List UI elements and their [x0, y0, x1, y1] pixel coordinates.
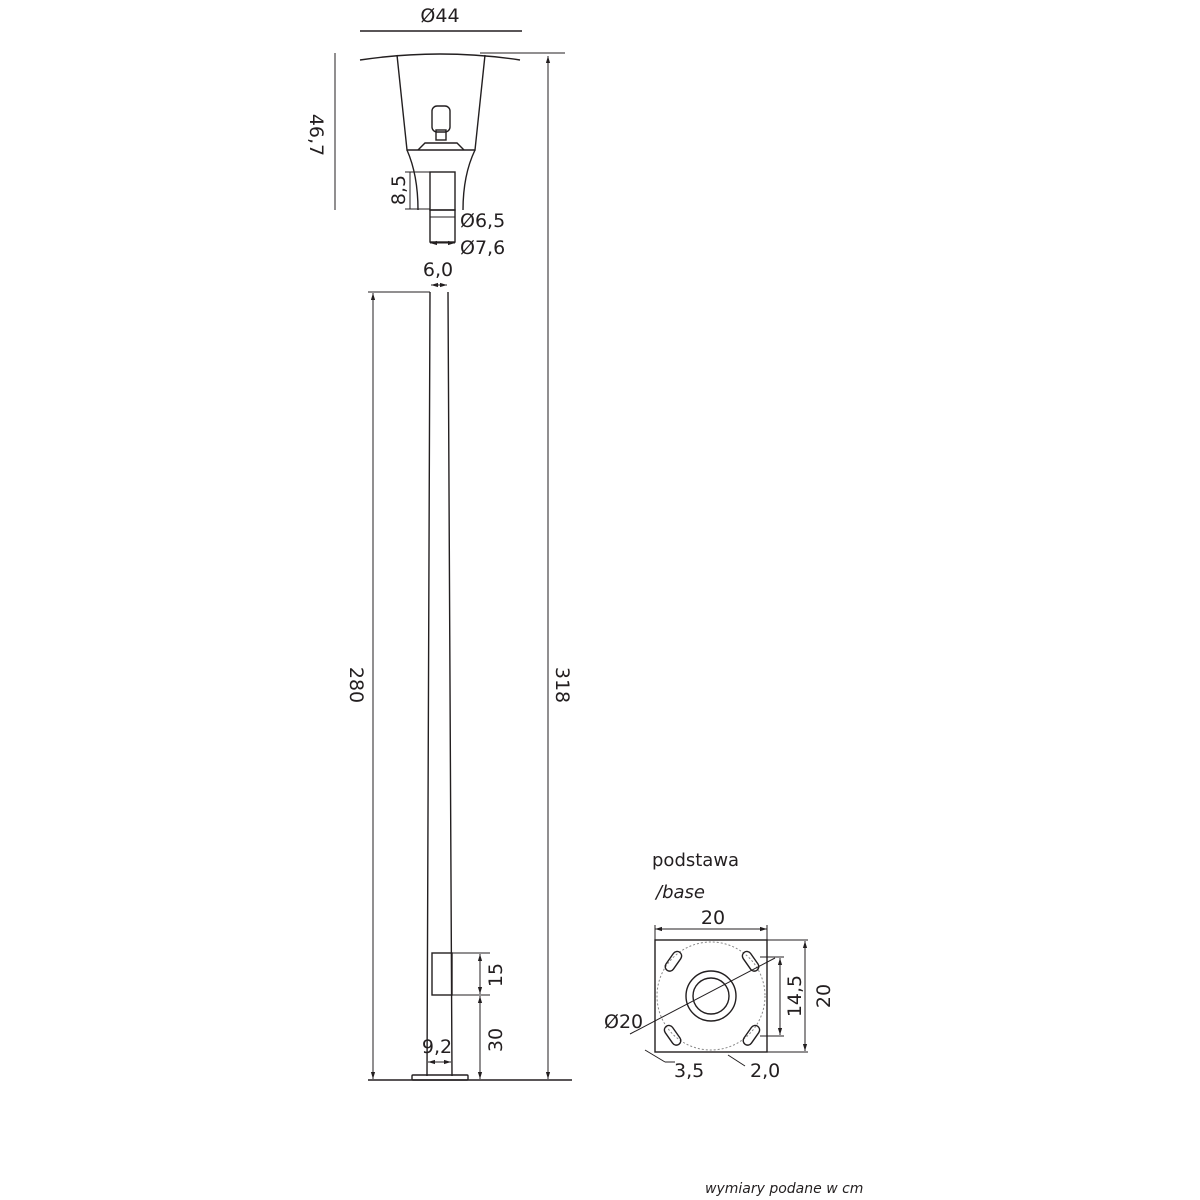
door-height-label: 15	[485, 963, 507, 987]
bolt-circle	[656, 941, 766, 1051]
base-subtitle: /base	[654, 882, 705, 903]
service-door	[431, 952, 453, 996]
base-depth-label: 20	[813, 984, 835, 1008]
hole-spacing-label: 14,5	[784, 975, 806, 1017]
slot-width-label: 2,0	[750, 1060, 780, 1082]
base-width-label: 20	[701, 907, 725, 929]
socket-depth-label: 8,5	[388, 175, 410, 205]
head-diameter-label: Ø44	[420, 5, 459, 27]
lamp-shade	[359, 53, 521, 61]
pole: 280 318 15 30 9,2	[345, 56, 573, 1081]
base-width-label: 9,2	[422, 1036, 452, 1058]
slot-length-label: 3,5	[674, 1060, 704, 1082]
lamp-body	[396, 54, 486, 151]
units-note: wymiary podane w cm	[705, 1181, 863, 1197]
base-title: podstawa	[652, 850, 739, 871]
head-height-label: 46,7	[305, 114, 327, 156]
base-plan: podstawa /base 20 20 14,5 Ø20 3,5 2,0	[604, 850, 835, 1082]
bolt-circle-label: Ø20	[604, 1011, 643, 1033]
mounting-slots	[663, 950, 761, 1046]
outer-diameter-label: Ø7,6	[460, 237, 505, 259]
pole-top-width-label: 6,0	[423, 259, 453, 281]
bulb	[431, 105, 451, 133]
total-height-label: 318	[551, 667, 573, 703]
base-plate	[411, 1074, 469, 1081]
inner-diameter-label: Ø6,5	[460, 210, 505, 232]
pole-length-label: 280	[345, 667, 367, 703]
door-offset-label: 30	[485, 1028, 507, 1052]
spigot	[429, 209, 456, 243]
base-square	[654, 939, 768, 1053]
lamp-head: Ø44 46,7 8,5 Ø6,5 Ø7,6 6,0	[305, 5, 565, 288]
